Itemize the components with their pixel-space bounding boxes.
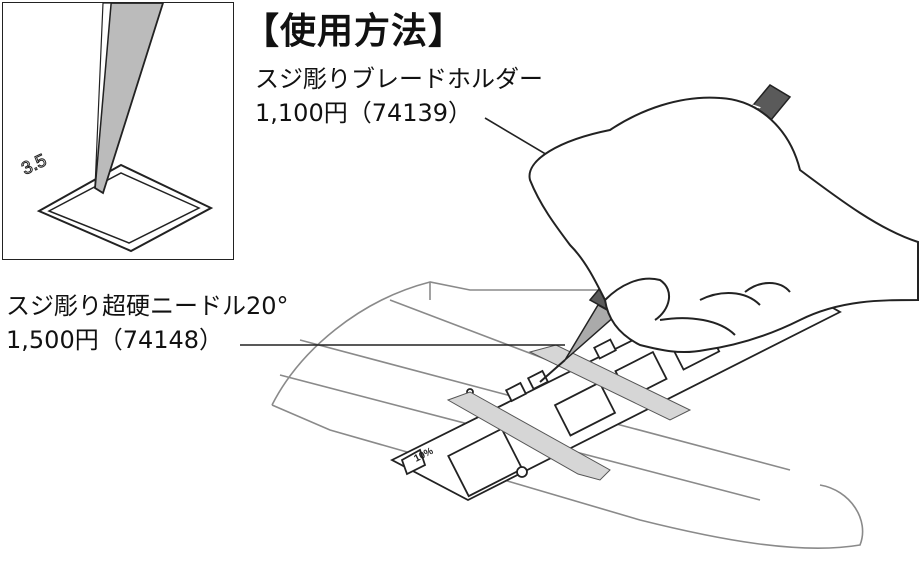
masking-tape: [446, 344, 692, 481]
holder-price: 1,100円（74139）: [255, 99, 473, 127]
detail-inset: 3.5: [2, 2, 234, 260]
scale-mark: 3.5: [18, 150, 49, 179]
hand-outline: [528, 96, 919, 354]
needle-price: 1,500円（74148）: [6, 326, 224, 354]
page-title: 【使用方法】: [243, 11, 466, 52]
needle-label: スジ彫り超硬ニードル20° 1,500円（74148）: [6, 289, 289, 357]
needle-name: スジ彫り超硬ニードル20°: [6, 292, 289, 320]
inset-illustration: 3.5: [18, 2, 214, 253]
holder-label: スジ彫りブレードホルダー 1,100円（74139）: [255, 62, 543, 130]
holder-name: スジ彫りブレードホルダー: [255, 65, 543, 93]
